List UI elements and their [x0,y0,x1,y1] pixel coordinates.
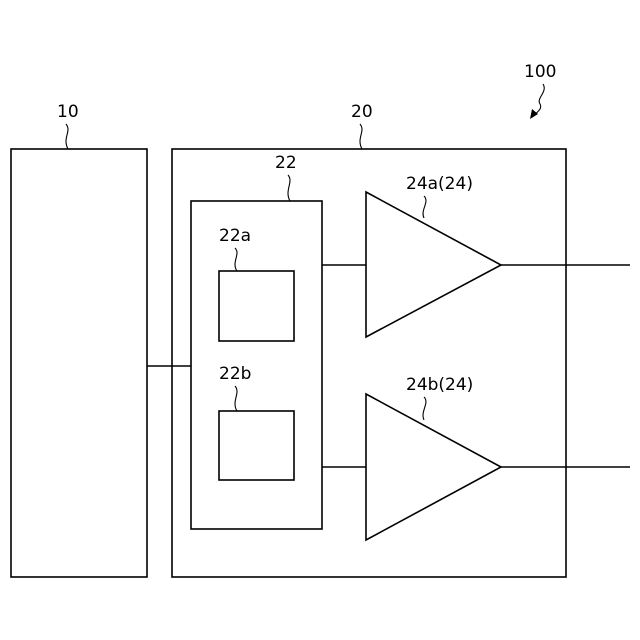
label-100: 100 [524,62,556,82]
label-22: 22 [275,153,297,173]
leader-22a [235,248,237,271]
arrow-100-head [530,109,538,119]
block-20 [172,149,566,577]
amplifier-24b [366,394,501,540]
block-10 [11,149,147,577]
block-22a [219,271,294,341]
label-10: 10 [57,102,79,122]
leader-22b [235,386,237,411]
label-22b: 22b [219,364,251,384]
label-22a: 22a [219,226,251,246]
block-22b [219,411,294,480]
leader-22 [288,175,290,201]
label-24b: 24b(24) [406,375,473,395]
label-20: 20 [351,102,373,122]
leader-24b [423,397,426,420]
leader-20 [360,124,362,149]
amplifier-24a [366,192,501,337]
leader-10 [66,124,68,149]
leader-24a [423,196,426,218]
label-24a: 24a(24) [406,174,473,194]
